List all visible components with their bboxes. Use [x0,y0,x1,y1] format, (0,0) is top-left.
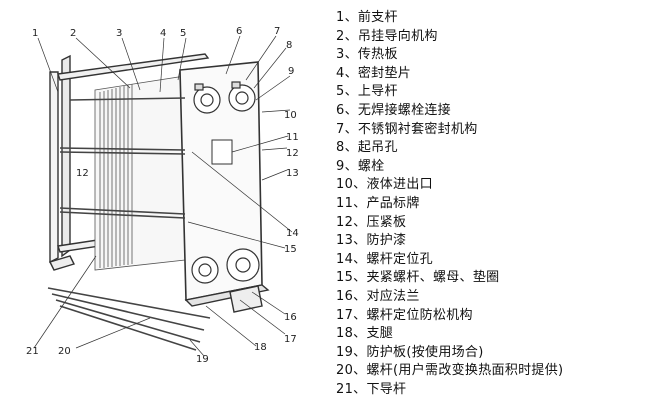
callout-8: 8 [286,40,292,51]
legend-item: 2、吊挂导向机构 [336,28,438,44]
legend-item: 20、螺杆(用户需改变换热面积时提供) [336,363,564,379]
legend-item: 10、液体进出口 [336,177,433,193]
callout-13: 13 [286,168,299,179]
legend-item: 17、螺杆定位防松机构 [336,307,473,323]
legend-item: 14、螺杆定位孔 [336,251,433,267]
bottom-ports [191,248,260,284]
spare-bolts [47,287,211,351]
legend-item: 13、防护漆 [336,233,407,249]
plate-pack [94,75,186,271]
callout-11: 11 [286,132,299,143]
callout-20: 20 [58,346,71,357]
top-ports [193,81,256,114]
callout-4: 4 [160,28,166,39]
legend-item: 21、下导杆 [336,381,407,397]
callout-5: 5 [180,28,186,39]
callout-10: 10 [284,110,297,121]
legend-item: 16、对应法兰 [336,288,420,304]
callout-6: 6 [236,26,242,37]
legend-item: 15、夹紧螺杆、螺母、垫圈 [336,270,500,286]
callout-12: 12 [286,148,299,159]
legend-item: 19、防护板(按使用场合) [336,344,484,360]
callout-19: 19 [196,354,209,365]
callout-17: 17 [284,334,297,345]
legend-item: 4、密封垫片 [336,65,412,81]
legend-item: 8、起吊孔 [336,140,398,156]
callout-numbers: 1 2 3 4 5 6 7 8 9 10 11 12 13 12 14 15 1… [26,26,299,365]
callout-leaders [33,35,293,357]
callout-9: 9 [288,66,294,77]
heat-exchanger-diagram: 1 2 3 4 5 6 7 8 9 10 11 12 13 12 14 15 1… [26,26,299,365]
callout-14: 14 [286,228,299,239]
callout-12-left: 12 [76,168,89,179]
callout-21: 21 [26,346,39,357]
legend-item: 6、无焊接螺栓连接 [336,102,451,118]
callout-7: 7 [274,26,280,37]
callout-1: 1 [32,28,38,39]
legend-item: 3、传热板 [336,47,398,63]
legend-item: 1、前支杆 [336,10,398,25]
exchanger-frame [47,53,270,351]
callout-2: 2 [70,28,76,39]
legend-item: 9、螺栓 [336,158,385,174]
clamping-bolts [59,97,186,219]
legend-item: 5、上导杆 [336,84,398,100]
legend-item: 18、支腿 [336,326,394,342]
callout-3: 3 [116,28,122,39]
name-plate [211,139,233,165]
legend-item: 7、不锈钢衬套密封机构 [336,121,478,137]
callout-18: 18 [254,342,267,353]
callout-16: 16 [284,312,297,323]
legend-item: 11、产品标牌 [336,195,420,211]
callout-15: 15 [284,244,297,255]
parts-legend: 1、前支杆 2、吊挂导向机构 3、传热板 4、密封垫片 5、上导杆 6、无焊接螺… [336,9,656,399]
legend-item: 12、压紧板 [336,214,407,230]
